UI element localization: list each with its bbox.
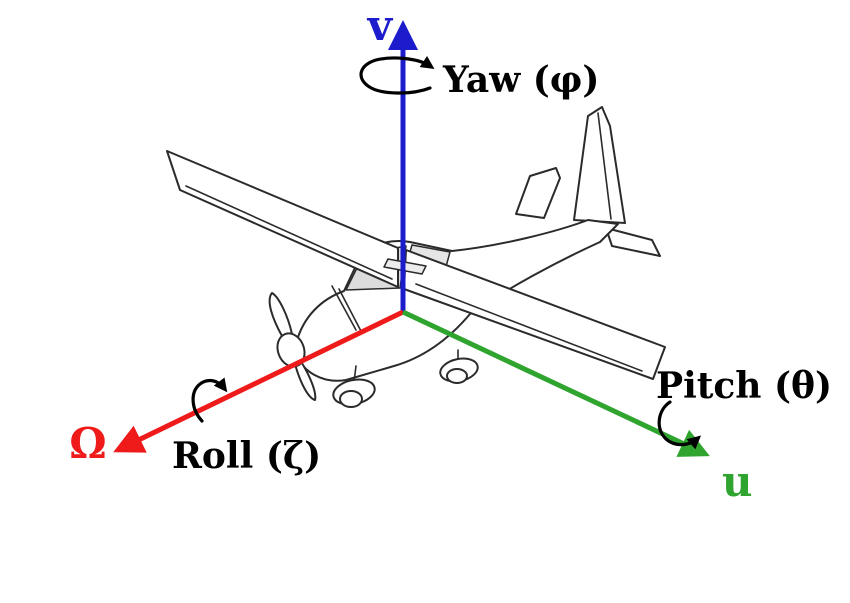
left-wing-flap-line [185, 185, 393, 280]
rotation-arrows [191, 55, 702, 450]
propeller-blade-upper [268, 292, 293, 337]
right-stabilizer [605, 227, 661, 257]
pitch-label: Pitch (θ) [656, 365, 832, 407]
pitch-rotation-arrow [657, 400, 702, 450]
axes-arrows [113, 20, 710, 457]
airplane-illustration [166, 106, 666, 408]
right-wheel [446, 368, 468, 384]
labels: v Yaw (φ) Ω Roll (ζ) Pitch (θ) u [69, 1, 832, 506]
omega-axis-arrow [113, 309, 405, 453]
roll-label: Roll (ζ) [172, 435, 321, 477]
propeller-blade-lower [294, 359, 317, 401]
yaw-label: Yaw (φ) [442, 59, 599, 101]
v-axis-label: v [367, 1, 394, 50]
wing-strut [331, 285, 363, 334]
u-axis-label: u [722, 457, 753, 506]
left-wheel [339, 390, 363, 408]
left-wing [166, 150, 399, 288]
rudder-line [597, 112, 612, 220]
omega-axis-label: Ω [69, 419, 106, 468]
left-stabilizer [515, 167, 561, 219]
u-axis-arrow [401, 309, 710, 457]
yaw-rotation-arrow [359, 55, 435, 95]
roll-rotation-arrow [191, 377, 228, 423]
tail-fin [573, 106, 626, 224]
right-wing-flap-line [415, 283, 643, 372]
